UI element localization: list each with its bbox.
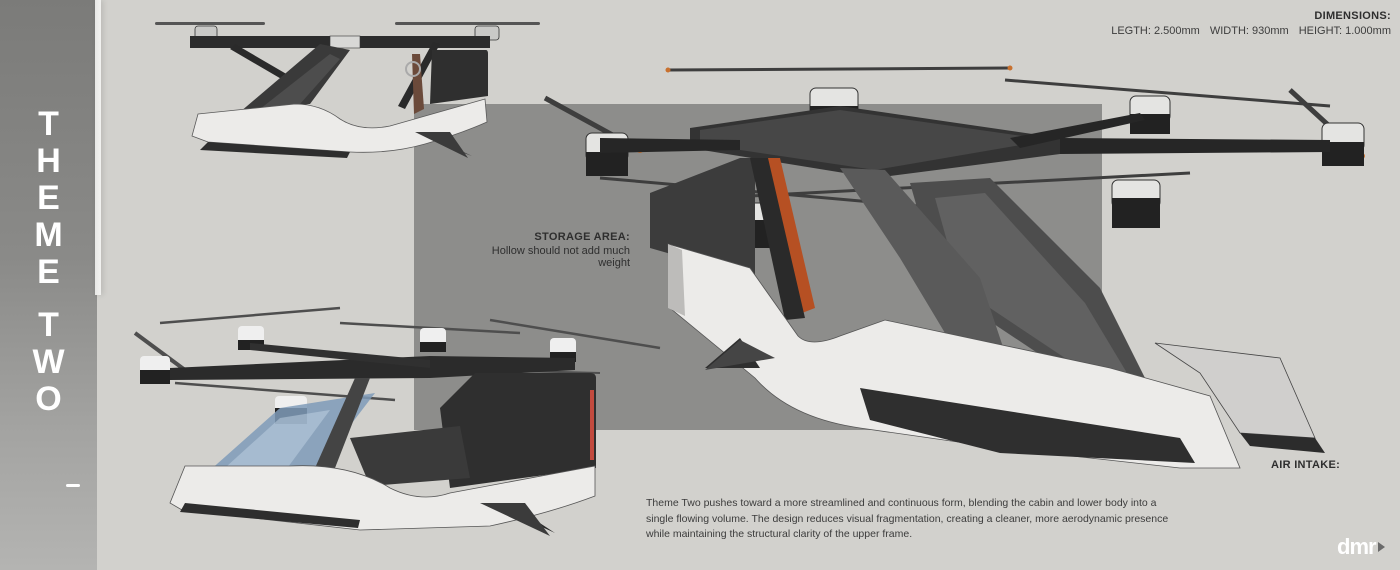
storage-annotation: STORAGE AREA: Hollow should not add much… [459, 231, 630, 269]
dimensions-heading: DIMENSIONS: [1314, 10, 1391, 22]
title-letter: H [36, 142, 61, 180]
title-letter: W [32, 343, 65, 381]
title-letter: O [35, 380, 62, 418]
logo-arrow-icon [1378, 542, 1385, 552]
dimension-length: LEGTH: 2.500mm [1111, 25, 1200, 37]
title-dash-mark [66, 484, 80, 487]
sidebar-band [0, 0, 97, 570]
sidebar-edge [95, 0, 101, 295]
dimension-width: WIDTH: 930mm [1209, 25, 1289, 37]
drone-three-quarter-rendering [133, 306, 661, 536]
air-intake-annotation: AIR INTAKE: [1271, 459, 1341, 471]
title-letter: E [37, 179, 60, 217]
drone-side-view-rendering [155, 22, 540, 158]
design-description: Theme Two pushes toward a more streamlin… [646, 497, 1169, 540]
storage-heading: STORAGE AREA: [534, 231, 630, 243]
title-letter: M [34, 216, 63, 254]
logo-text: dmr [1337, 534, 1377, 559]
dimension-height: HEIGHT: 1.000mm [1298, 25, 1391, 37]
storage-note: Hollow should not add much weight [491, 245, 630, 269]
title-letter: T [38, 105, 59, 143]
dimensions-block: DIMENSIONS: LEGTH: 2.500mm WIDTH: 930mm … [1111, 10, 1391, 37]
sheet-title: T H E M E T W O [0, 106, 97, 418]
brand-logo: dmr [1337, 536, 1385, 560]
title-letter: E [37, 253, 60, 291]
title-letter: T [38, 306, 59, 344]
drone-hero-rendering [543, 65, 1365, 469]
